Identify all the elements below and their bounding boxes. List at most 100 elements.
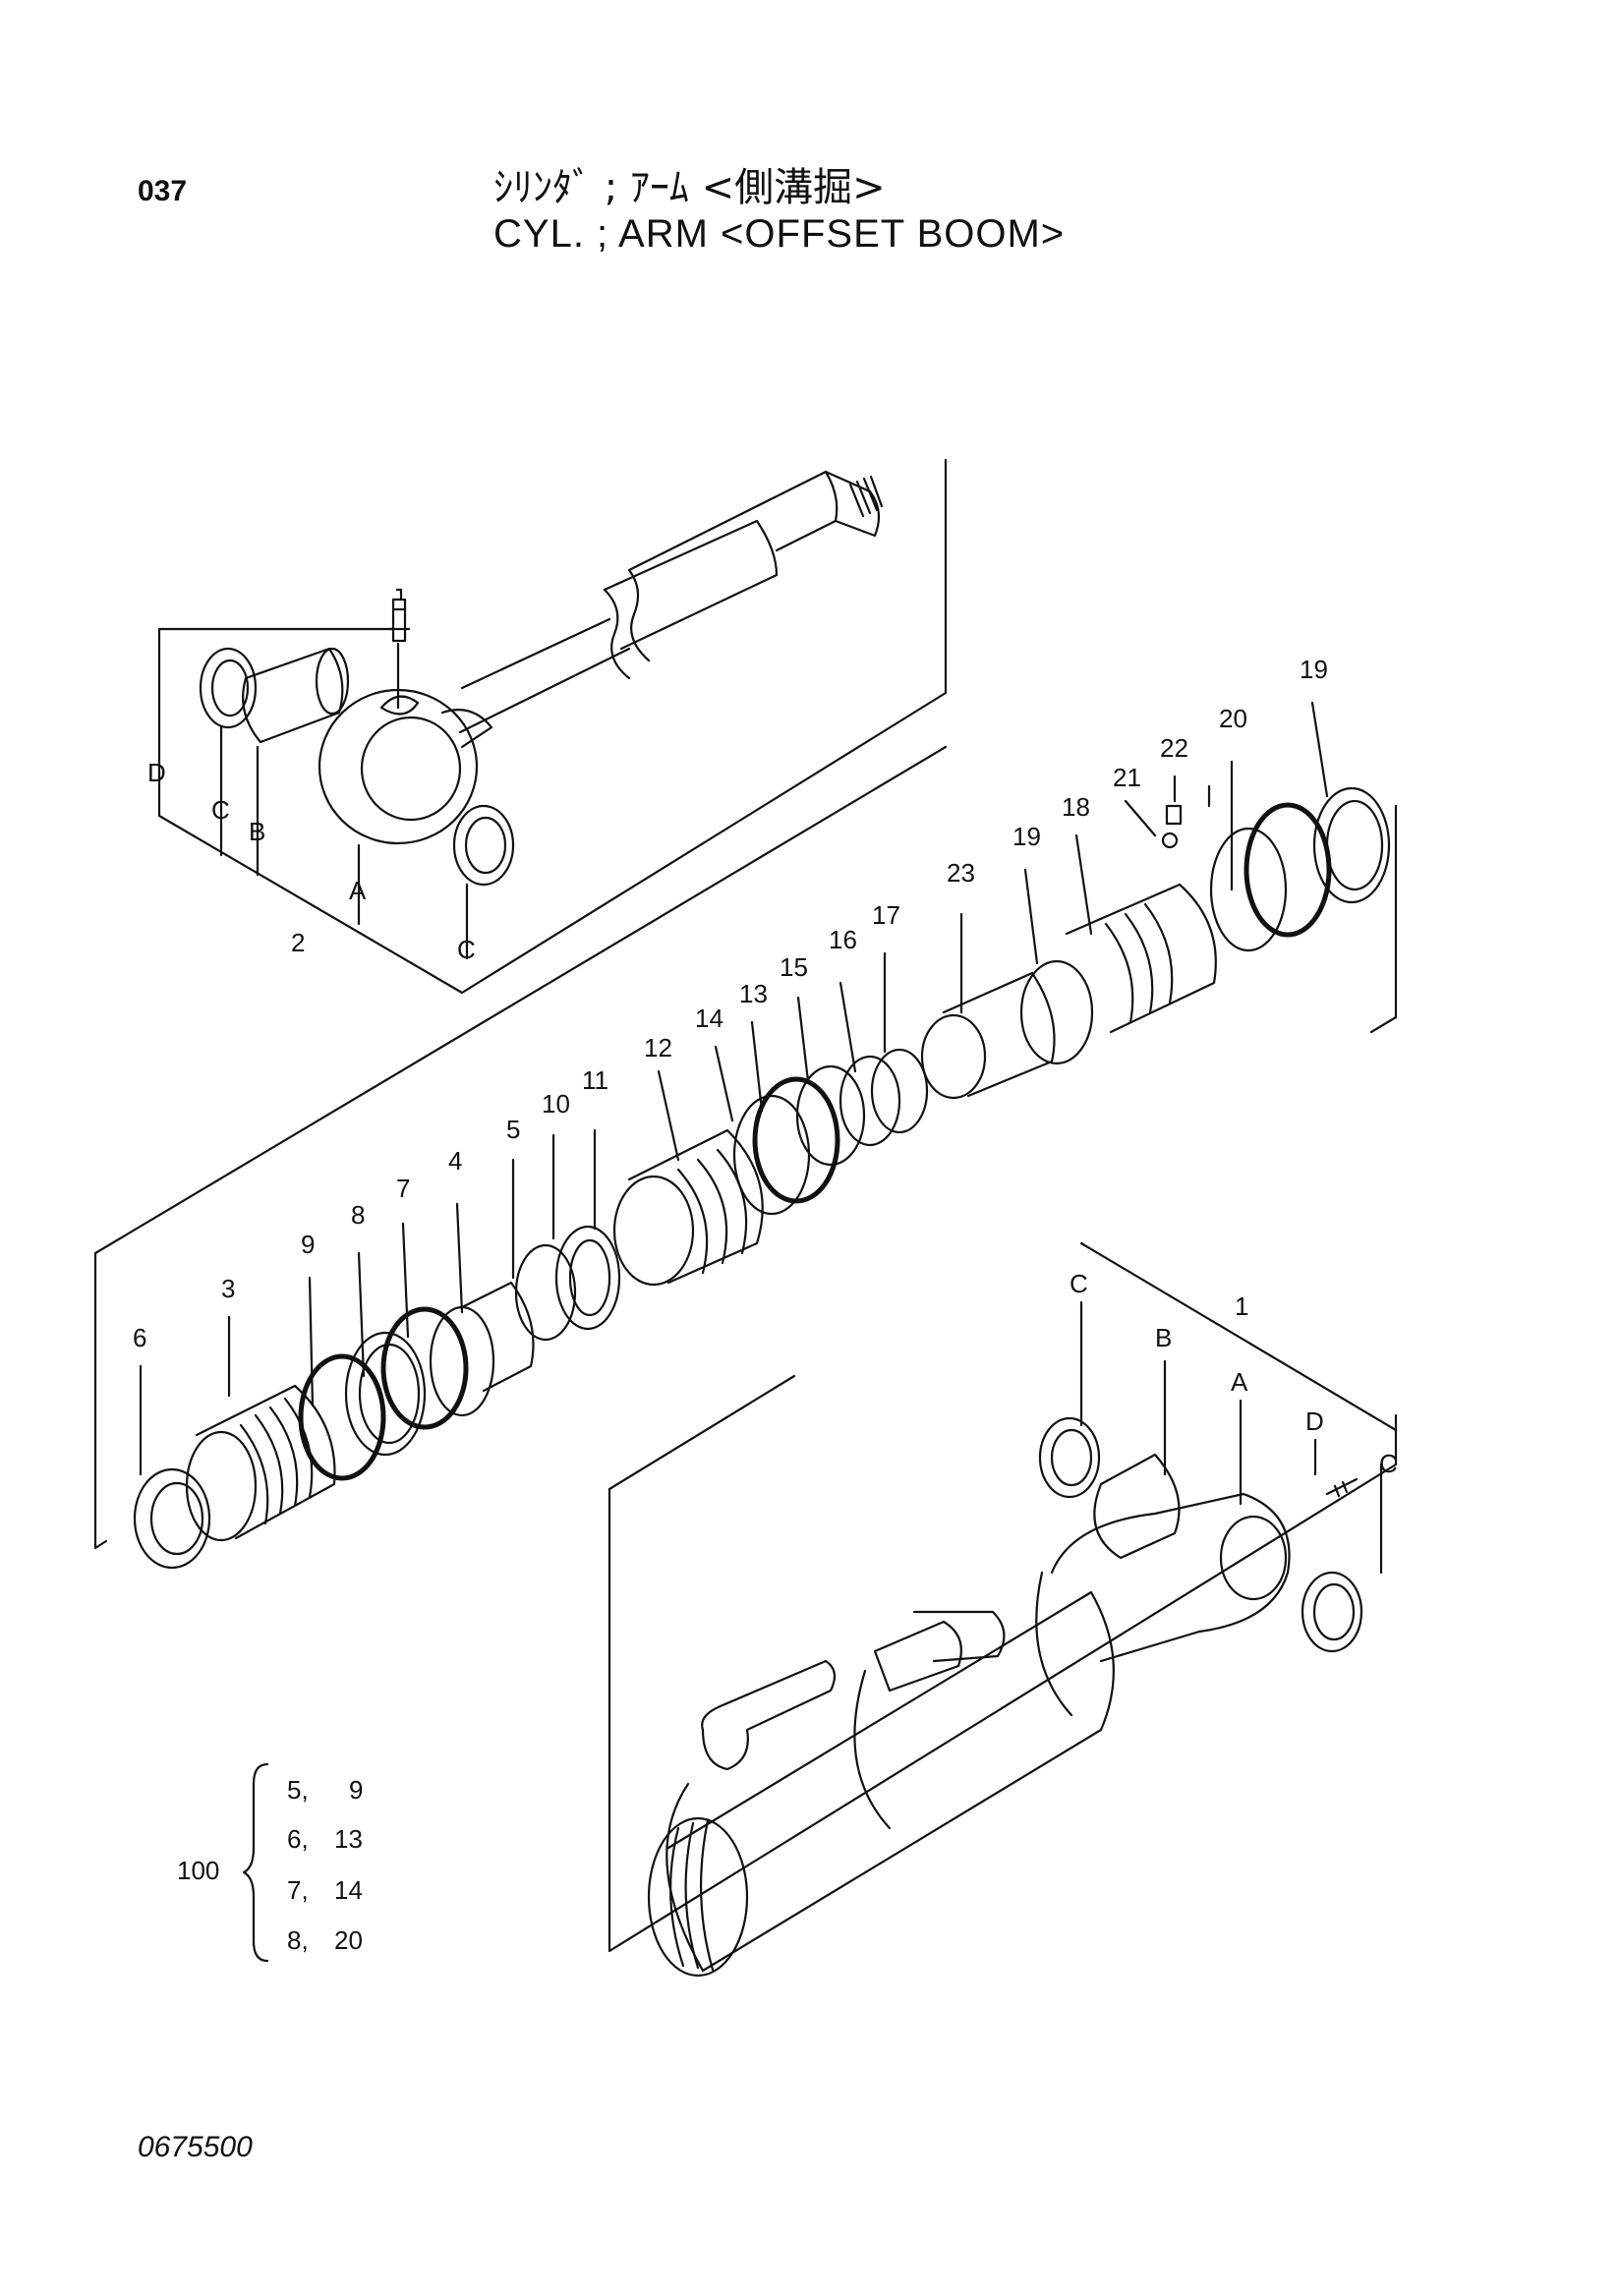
label-5: 5 — [506, 1115, 520, 1144]
part-16-ring — [839, 1055, 901, 1147]
piston-rod-assembly — [157, 458, 948, 995]
piston-parts-group — [93, 701, 1398, 1570]
rod-group-frame — [157, 627, 464, 995]
part-19-ring-right-inner — [1325, 799, 1384, 891]
label-11: 11 — [582, 1065, 608, 1095]
dust-seal-c-right-inner — [464, 816, 507, 875]
part-9-ring — [298, 1353, 386, 1481]
label-b-tube: B — [1155, 1323, 1172, 1352]
part-6-nut-inner — [149, 1481, 204, 1556]
kit-row-3-b: 14 — [334, 1875, 363, 1905]
piston-rod — [458, 470, 881, 734]
rod-eye-neck — [440, 709, 493, 749]
label-12: 12 — [644, 1033, 672, 1062]
tube-group-frame — [608, 1413, 1398, 1953]
piston-group-frame-top — [93, 745, 948, 1255]
part-21-ball — [1161, 832, 1179, 849]
drawing-number: 0675500 — [138, 2131, 253, 2163]
label-19-mid: 19 — [1012, 822, 1041, 851]
label-4: 4 — [448, 1146, 462, 1176]
part-20-ring-a — [1209, 827, 1288, 952]
cylinder-tube-assembly — [608, 1241, 1398, 1978]
label-15: 15 — [780, 952, 808, 982]
dust-seal-c-left — [199, 647, 258, 729]
dust-seal-c-left-inner — [210, 659, 250, 718]
page-number: 037 — [138, 175, 188, 207]
part-8-ring-inner — [358, 1343, 421, 1445]
part-8-ring — [344, 1331, 427, 1457]
kit-row-3-a: 7, — [287, 1875, 309, 1905]
label-17: 17 — [872, 900, 900, 930]
part-14-ring — [732, 1094, 811, 1216]
head-block-a — [1050, 1492, 1291, 1663]
label-d-rod: D — [147, 758, 166, 787]
part-13-ring — [752, 1076, 840, 1204]
rod-leader-lines — [157, 627, 469, 960]
tube-port-left — [701, 1659, 837, 1771]
piston-group-frame-bottom — [93, 1539, 108, 1550]
piston-leader-lines — [139, 701, 1329, 1476]
part-12-ribs — [676, 1148, 748, 1275]
part-17-ring — [870, 1048, 929, 1134]
grease-hole — [379, 695, 420, 716]
bushing-b-end — [315, 647, 350, 716]
title-english: CYL. ; ARM <OFFSET BOOM> — [493, 212, 1066, 256]
part-5-collar — [460, 1281, 535, 1393]
part-18-ribs — [1104, 902, 1174, 1024]
part-3-ribs — [239, 1397, 314, 1525]
label-21: 21 — [1113, 763, 1141, 792]
label-13: 13 — [739, 979, 768, 1008]
callout-labels: D C B A 2 C 6 3 9 8 7 4 5 10 11 12 14 13… — [133, 655, 1398, 1478]
kit-row-2-a: 6, — [287, 1824, 309, 1854]
kit-brace — [242, 1762, 269, 1963]
label-6: 6 — [133, 1323, 146, 1352]
tube-seal-c-left — [1038, 1416, 1101, 1499]
kit-row-2-b: 13 — [334, 1824, 363, 1854]
label-c-tube-left: C — [1070, 1269, 1088, 1298]
seal-kit-table: 100 5, 9 6, 13 7, 14 8, 20 — [177, 1762, 363, 1963]
tube-seal-c-right — [1301, 1571, 1363, 1653]
label-2: 2 — [291, 928, 305, 957]
kit-row-4-b: 20 — [334, 1925, 363, 1955]
label-7: 7 — [396, 1174, 410, 1203]
title-japanese: ｼﾘﾝﾀﾞ ; ｱｰﾑ <側溝掘> — [493, 165, 886, 210]
tube-leader-bracket — [1079, 1241, 1398, 1432]
rod-eye-bore — [360, 716, 462, 822]
label-d-tube: D — [1305, 1406, 1324, 1436]
tube-barrel — [665, 1571, 1115, 1973]
part-6-nut — [133, 1467, 211, 1570]
tube-thread-lines — [669, 1818, 715, 1972]
part-19-ring-mid — [1019, 959, 1094, 1065]
kit-row-1-b: 9 — [349, 1775, 363, 1805]
label-18: 18 — [1062, 792, 1090, 822]
part-10-ring — [514, 1243, 577, 1342]
kit-number: 100 — [177, 1856, 219, 1885]
tube-group-frame-top — [608, 1374, 796, 1491]
part-7-ring — [380, 1306, 469, 1430]
head-block-bore — [1219, 1515, 1288, 1601]
label-9: 9 — [301, 1230, 315, 1259]
part-11-ring — [554, 1225, 621, 1331]
part-11-ring-inner — [568, 1238, 611, 1317]
label-16: 16 — [829, 925, 857, 954]
label-a-tube: A — [1231, 1367, 1248, 1397]
bushing-b — [242, 647, 344, 744]
tube-leader-lines — [1079, 1300, 1383, 1575]
tube-seal-c-right-inner — [1312, 1582, 1356, 1641]
label-1: 1 — [1235, 1292, 1248, 1321]
tube-end-thread — [647, 1816, 749, 1978]
piston-group-frame-right — [1369, 804, 1398, 1034]
label-8: 8 — [351, 1200, 365, 1230]
tube-seal-c-left-inner — [1050, 1428, 1093, 1487]
part-18-piston — [1065, 883, 1217, 1034]
label-3: 3 — [221, 1274, 235, 1303]
kit-row-1-a: 5, — [287, 1775, 309, 1805]
part-20-ring-b — [1244, 802, 1332, 938]
label-20: 20 — [1219, 704, 1247, 733]
part-12-face — [612, 1175, 695, 1287]
dust-seal-c-right — [452, 804, 515, 887]
kit-row-4-a: 8, — [287, 1925, 309, 1955]
part-22-setscrew — [1165, 804, 1183, 826]
label-c-rod-left: C — [211, 795, 230, 825]
